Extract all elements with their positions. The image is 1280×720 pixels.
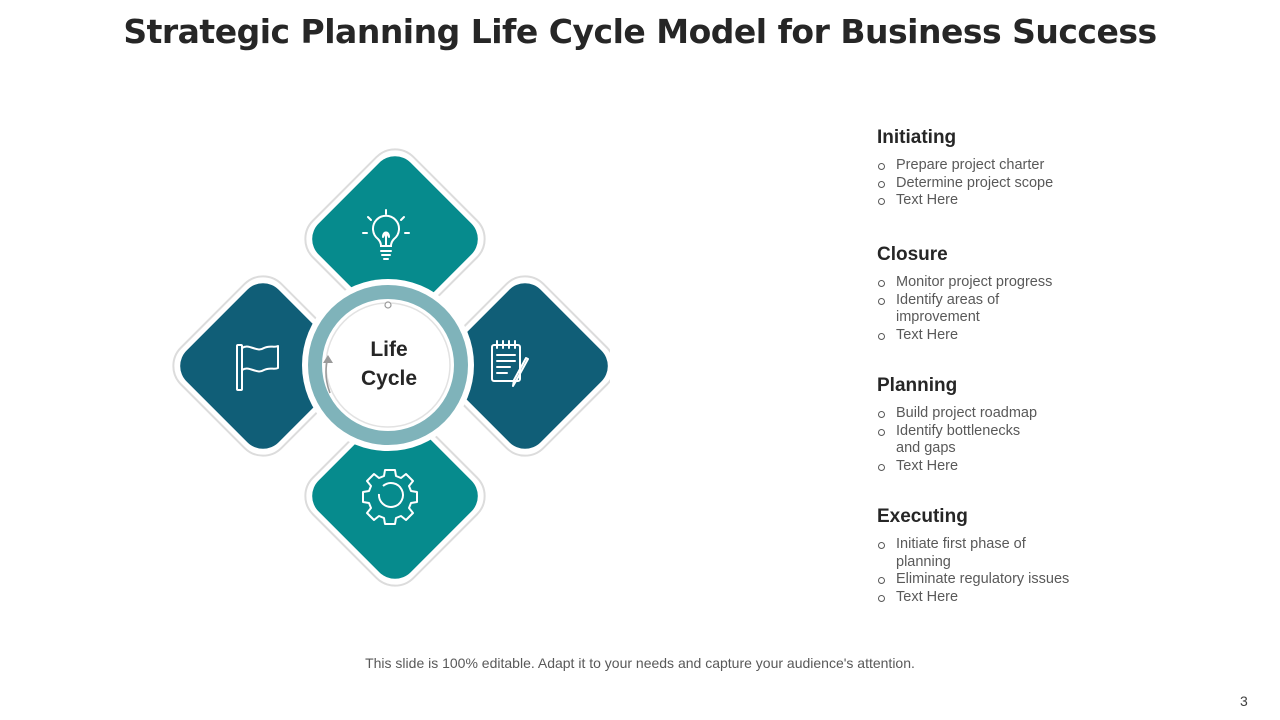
left-petal [180, 283, 346, 449]
bullet-item: Initiate first phase of planning [877, 536, 1036, 571]
bullet-list: Monitor project progress Identify areas … [877, 274, 1257, 344]
bullet-text: Monitor project progress [896, 274, 1053, 290]
life-cycle-diagram: Life Cycle [170, 145, 610, 590]
bullet-item: Monitor project progress [877, 274, 1096, 292]
bullet-item: Text Here [877, 327, 1096, 345]
bullet-circle-icon [878, 577, 885, 584]
bullet-circle-icon [878, 594, 885, 602]
bullet-item: Build project roadmap [877, 405, 1096, 423]
bottom-petal [312, 413, 478, 579]
bullet-text: Text Here [896, 588, 959, 605]
section-initiating: Initiating Prepare project charter Deter… [877, 127, 1257, 210]
bullet-circle-icon [878, 163, 885, 170]
bullet-circle-icon [878, 463, 885, 471]
cycle-arrowhead [323, 355, 333, 363]
section-closure: Closure Monitor project progress Identif… [877, 244, 1257, 344]
bullet-circle-icon [878, 542, 885, 549]
section-executing: Executing Initiate first phase of planni… [877, 506, 1257, 606]
bullet-list: Build project roadmap Identify bottlenec… [877, 405, 1257, 475]
life-cycle-svg [172, 148, 610, 587]
bullet-circle-icon [878, 332, 885, 340]
gear-icon [362, 469, 418, 525]
bullet-circle-icon [878, 411, 885, 418]
bullet-text: Eliminate regulatory issues [896, 571, 1070, 587]
flag-icon [236, 344, 279, 391]
bullet-text: Text Here [896, 457, 959, 474]
lightbulb-icon [362, 209, 410, 260]
section-title: Executing [877, 506, 968, 527]
bullet-text: Text Here [896, 326, 959, 343]
bullet-circle-icon [878, 297, 885, 305]
section-planning: Planning Build project roadmap Identify … [877, 375, 1257, 475]
bullet-list: Initiate first phase of planning Elimina… [877, 536, 1257, 606]
footer-note: This slide is 100% editable. Adapt it to… [365, 655, 915, 671]
bullet-item: Determine project scope [877, 175, 1096, 193]
page-number: 3 [1240, 693, 1248, 709]
center-disc [322, 299, 454, 431]
bullet-item: Identify areas of improvement [877, 292, 1016, 327]
bullet-text: Initiate first phase of planning [896, 536, 1026, 570]
section-title: Closure [877, 244, 948, 265]
bullet-text: Prepare project charter [896, 157, 1045, 173]
bullet-item: Eliminate regulatory issues [877, 571, 1096, 589]
center-label-line1: Life [370, 338, 408, 361]
section-title: Planning [877, 375, 958, 396]
center-label: Life Cycle [309, 335, 469, 393]
bullet-list: Prepare project charter Determine projec… [877, 157, 1257, 210]
bullet-circle-icon [878, 280, 885, 287]
bullet-item: Text Here [877, 589, 1096, 607]
cycle-dot [384, 301, 392, 309]
bullet-circle-icon [878, 198, 885, 205]
notepad-icon [491, 340, 529, 387]
bullet-text: Text Here [896, 192, 959, 208]
bullet-text: Identify areas of improvement [896, 291, 1000, 326]
bullet-text: Identify bottlenecks and gaps [896, 422, 1021, 457]
bullet-item: Identify bottlenecks and gaps [877, 423, 1026, 458]
bullet-text: Determine project scope [896, 174, 1054, 191]
bullet-item: Prepare project charter [877, 157, 1096, 175]
slide-title: Strategic Planning Life Cycle Model for … [123, 12, 1157, 51]
bullet-item: Text Here [877, 192, 1096, 210]
center-label-line2: Cycle [360, 367, 418, 390]
section-title: Initiating [877, 127, 957, 148]
bullet-circle-icon [878, 180, 885, 188]
bullet-item: Text Here [877, 458, 1096, 476]
bullet-circle-icon [878, 428, 885, 436]
bullet-text: Build project roadmap [896, 405, 1038, 421]
